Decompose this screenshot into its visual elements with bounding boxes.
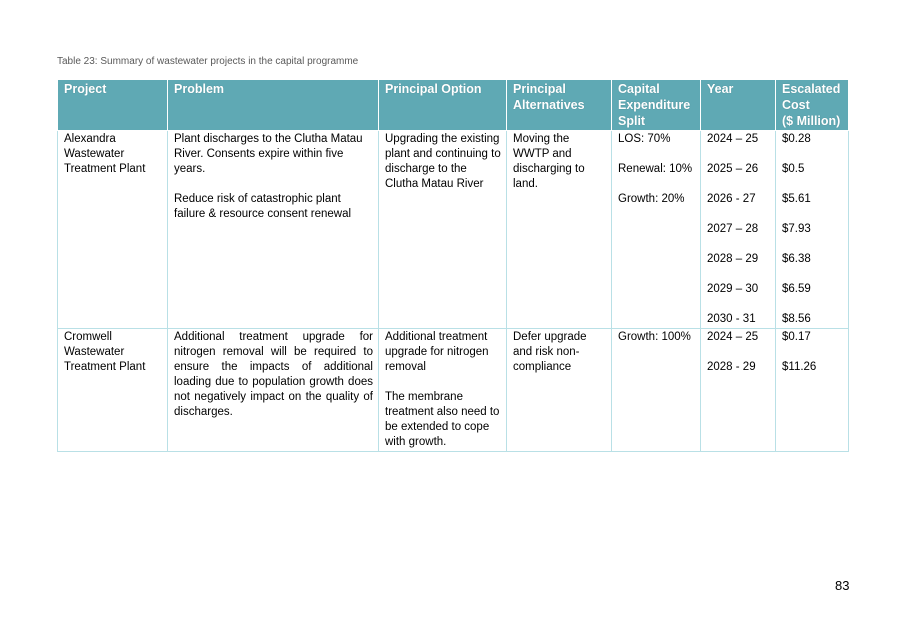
header-problem: Problem (167, 79, 379, 131)
cell-principal-alternatives: Moving the WWTP and discharging to land. (506, 130, 612, 329)
cell-problem: Additional treatment upgrade for nitroge… (167, 328, 379, 452)
table-row: Alexandra Wastewater Treatment Plant Pla… (57, 130, 849, 329)
cell-years: 2024 – 25 2025 – 26 2026 - 27 2027 – 28 … (700, 130, 776, 329)
header-project: Project (57, 79, 168, 131)
cell-expenditure-split: LOS: 70% Renewal: 10% Growth: 20% (611, 130, 701, 329)
cell-problem: Plant discharges to the Clutha Matau Riv… (167, 130, 379, 329)
table-row: Cromwell Wastewater Treatment Plant Addi… (57, 328, 849, 452)
header-capital-expenditure-split: Capital Expenditure Split (611, 79, 701, 131)
cell-project: Alexandra Wastewater Treatment Plant (57, 130, 168, 329)
cell-principal-alternatives: Defer upgrade and risk non-compliance (506, 328, 612, 452)
cell-costs: $0.28 $0.5 $5.61 $7.93 $6.38 $6.59 $8.56 (775, 130, 849, 329)
cell-costs: $0.17 $11.26 (775, 328, 849, 452)
header-year: Year (700, 79, 776, 131)
wastewater-projects-table: Project Problem Principal Option Princip… (57, 79, 849, 452)
cell-expenditure-split: Growth: 100% (611, 328, 701, 452)
header-principal-alternatives: Principal Alternatives (506, 79, 612, 131)
table-caption: Table 23: Summary of wastewater projects… (57, 56, 359, 67)
cell-years: 2024 – 25 2028 - 29 (700, 328, 776, 452)
cell-principal-option: Upgrading the existing plant and continu… (378, 130, 507, 329)
header-principal-option: Principal Option (378, 79, 507, 131)
page-number: 83 (835, 578, 850, 593)
header-row: Project Problem Principal Option Princip… (57, 79, 849, 131)
cell-project: Cromwell Wastewater Treatment Plant (57, 328, 168, 452)
header-escalated-cost: Escalated Cost ($ Million) (775, 79, 849, 131)
cell-principal-option: Additional treatment upgrade for nitroge… (378, 328, 507, 452)
